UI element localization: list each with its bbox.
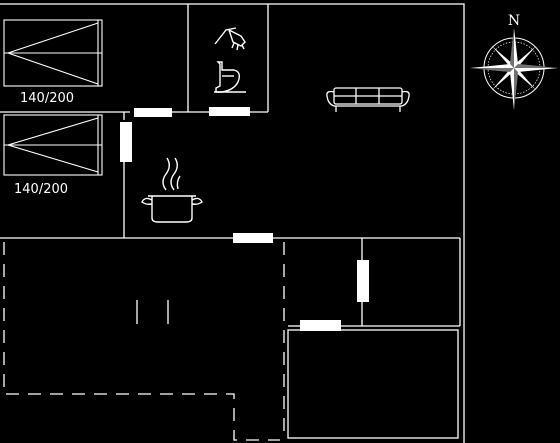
sofa-icon (326, 87, 410, 112)
door-hall (357, 260, 369, 302)
shower-icon (214, 27, 246, 51)
openings (120, 107, 369, 331)
compass-rose-icon: N (470, 13, 558, 110)
bed-1 (3, 19, 103, 87)
door-kitchen (233, 233, 273, 243)
door-lower-room (300, 320, 341, 331)
door-bathroom (209, 107, 250, 116)
cooking-pot-icon (141, 157, 203, 223)
compass-north-letter: N (508, 13, 520, 29)
walls (0, 3, 465, 443)
toilet-icon (214, 61, 246, 93)
door-bedroom-2 (120, 122, 132, 162)
dashed-boundary (3, 242, 285, 441)
bed-2-size-label: 140/200 (14, 182, 68, 197)
bed-1-size-label: 140/200 (20, 91, 74, 106)
bed-2 (3, 114, 103, 176)
door-bedroom-1 (134, 108, 172, 117)
